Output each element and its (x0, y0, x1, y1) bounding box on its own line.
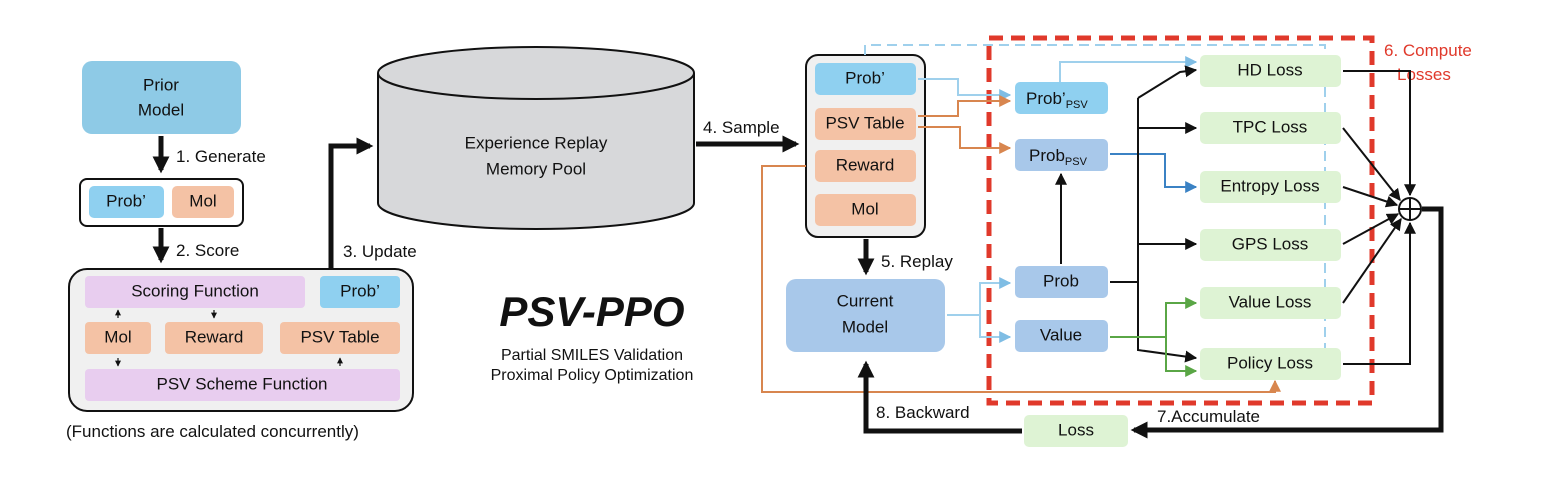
losses-to-sum-arrows (1342, 70, 1416, 365)
prior-model: Prior Model (82, 61, 241, 134)
scoring-psv-table: PSV Table (300, 327, 379, 346)
subtitle-line1: Partial SMILES Validation (501, 347, 683, 364)
prob-prime-psv-label: Prob’ (1026, 89, 1066, 108)
update-arrow (328, 137, 374, 268)
total-loss: Loss (1024, 415, 1128, 447)
step-compute-line1: 6. Compute (1384, 41, 1472, 60)
gps-loss-label: GPS Loss (1232, 234, 1309, 253)
orange-connectors (761, 95, 1281, 393)
psv-scheme-function: PSV Scheme Function (156, 374, 327, 393)
prob-psv-label: Prob (1029, 146, 1065, 165)
total-loss-label: Loss (1058, 420, 1094, 439)
scoring-reward: Reward (185, 327, 244, 346)
current-model-line1: Current (837, 291, 894, 310)
output-value-label: Value (1040, 325, 1082, 344)
memory-pool-cylinder: Experience Replay Memory Pool (377, 46, 695, 230)
entropy-loss-label: Entropy Loss (1220, 176, 1319, 195)
gps-loss: GPS Loss (1200, 229, 1341, 261)
step-replay: 5. Replay (881, 252, 953, 271)
prob-to-losses-arrows (1110, 65, 1198, 363)
scoring-function: Scoring Function (131, 281, 259, 300)
prior-model-line1: Prior (143, 75, 179, 94)
value-loss-label: Value Loss (1229, 292, 1312, 311)
output-value: Value (1015, 320, 1108, 352)
step-generate: 1. Generate (176, 147, 266, 166)
step-compute-line2: Losses (1397, 65, 1451, 84)
scoring-prob: Prob’ (340, 281, 380, 300)
sampled-prob: Prob’ (845, 68, 885, 87)
subtitle-line2: Proximal Policy Optimization (491, 367, 694, 384)
svg-text:Prob’PSV: Prob’PSV (1026, 89, 1088, 111)
sum-icon (1398, 197, 1422, 221)
step-update: 3. Update (343, 242, 417, 261)
current-model: Current Model (786, 279, 945, 352)
step-backward: 8. Backward (876, 403, 970, 422)
hd-loss-label: HD Loss (1237, 60, 1302, 79)
svg-text:ProbPSV: ProbPSV (1029, 146, 1088, 168)
scoring-mol: Mol (104, 327, 131, 346)
sampled-reward: Reward (836, 155, 895, 174)
step-score: 2. Score (176, 241, 239, 260)
prob-prime-psv-sub: PSV (1066, 99, 1089, 111)
output-prob-label: Prob (1043, 271, 1079, 290)
scoring-note: (Functions are calculated concurrently) (66, 422, 359, 441)
entropy-loss: Entropy Loss (1200, 171, 1341, 203)
diagram-title: PSV-PPO (499, 288, 684, 335)
generated-sample-box: Prob’ Mol (79, 178, 244, 227)
value-loss: Value Loss (1200, 287, 1341, 319)
scoring-box: Scoring Function Prob’ Mol Reward PSV Ta… (68, 268, 414, 412)
prior-model-line2: Model (138, 100, 184, 119)
step-accumulate: 7.Accumulate (1157, 407, 1260, 426)
memory-pool-line1: Experience Replay (465, 133, 608, 152)
backward-arrow (857, 360, 1022, 434)
probpsv-to-entropy-arrow (1110, 153, 1198, 193)
prob-psv-sub: PSV (1065, 156, 1088, 168)
tpc-loss-label: TPC Loss (1233, 117, 1308, 136)
current-model-line2: Model (842, 317, 888, 336)
tpc-loss: TPC Loss (1200, 112, 1341, 144)
sampled-psv-table: PSV Table (825, 113, 904, 132)
sampled-batch-box: Prob’ PSV Table Reward Mol (805, 54, 926, 238)
prob-psv: ProbPSV (1015, 139, 1108, 171)
value-to-losses-arrows (1110, 297, 1198, 377)
accumulate-arrow (1130, 206, 1444, 439)
sampled-mol: Mol (851, 199, 878, 218)
policy-loss: Policy Loss (1200, 348, 1341, 380)
prob-prime-psv: Prob’PSV (1015, 82, 1108, 114)
step-sample: 4. Sample (703, 118, 780, 137)
generated-prob: Prob’ (106, 191, 146, 210)
policy-loss-label: Policy Loss (1227, 353, 1313, 372)
memory-pool-line2: Memory Pool (486, 159, 586, 178)
generated-mol: Mol (189, 191, 216, 210)
hd-loss: HD Loss (1200, 55, 1341, 87)
output-prob: Prob (1015, 266, 1108, 298)
